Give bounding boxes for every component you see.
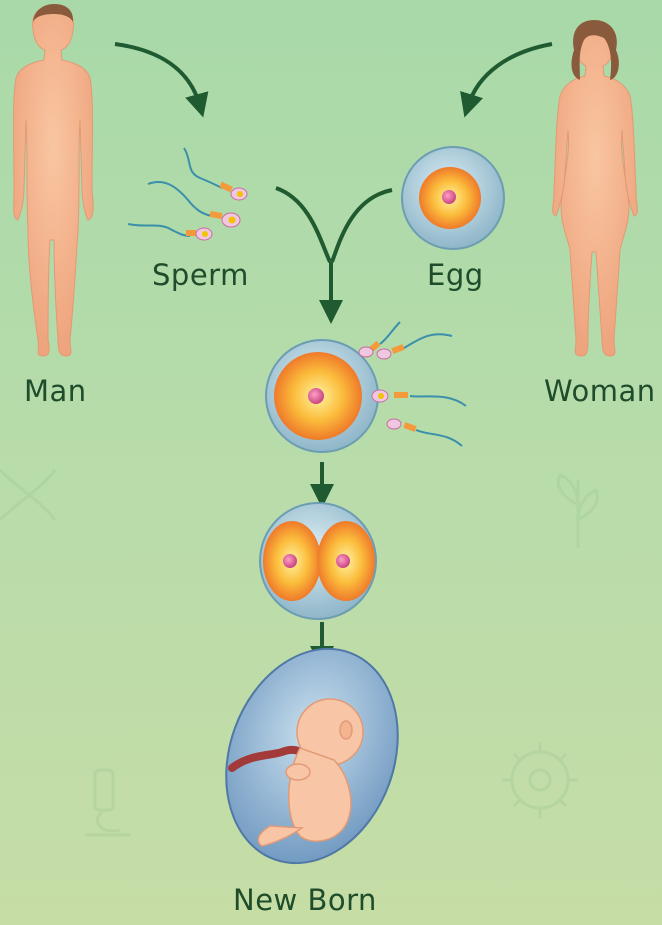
virus-icon — [502, 742, 578, 818]
man-figure — [14, 4, 94, 356]
sperm-cell — [377, 334, 452, 359]
sperm-cell — [184, 148, 247, 200]
new-born-label: New Born — [233, 883, 377, 917]
fetus-in-womb — [197, 625, 426, 888]
woman-figure — [553, 20, 638, 356]
dna-icon — [0, 470, 55, 520]
fertilization-arrow — [276, 188, 392, 312]
sperm-cell — [387, 419, 462, 446]
egg-label: Egg — [427, 258, 484, 292]
sperm-cluster — [128, 148, 247, 240]
sperm-cell — [372, 390, 466, 406]
two-cell-embryo — [260, 503, 376, 619]
fertilized-egg — [266, 322, 466, 452]
arrow-man-to-sperm — [115, 44, 200, 106]
leaf-icon — [558, 475, 597, 548]
woman-label: Woman — [544, 374, 656, 408]
egg-cell — [402, 147, 504, 249]
sperm-label: Sperm — [152, 258, 249, 292]
arrow-woman-to-egg — [468, 44, 552, 106]
microscope-icon — [85, 770, 130, 835]
man-label: Man — [24, 374, 87, 408]
sperm-cell — [128, 224, 212, 240]
